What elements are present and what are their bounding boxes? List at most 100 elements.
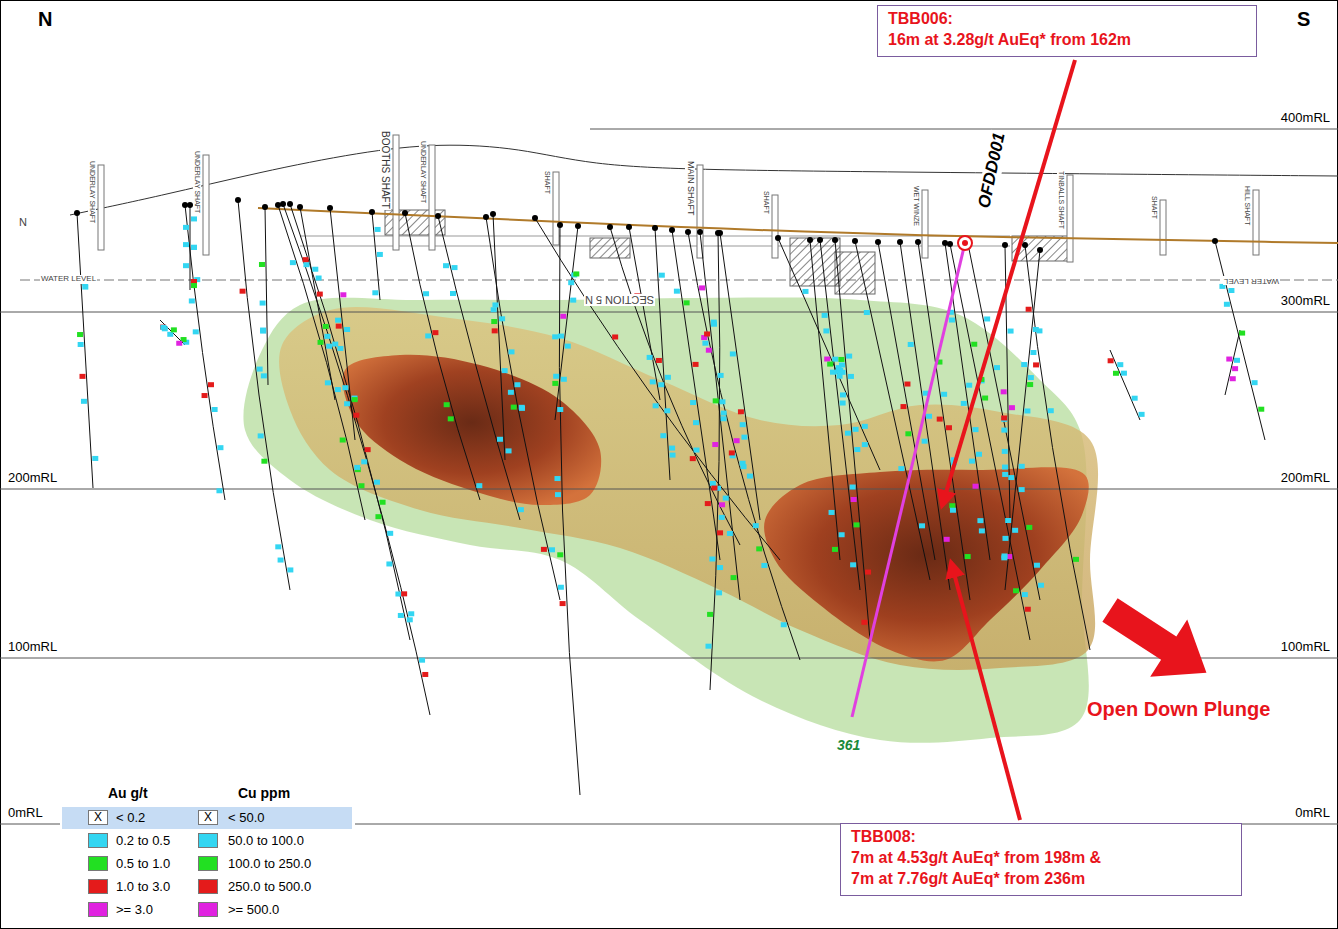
assay-interval [721, 411, 727, 416]
assay-interval [802, 289, 808, 294]
assay-interval [1002, 465, 1008, 470]
assay-interval [712, 442, 718, 447]
drill-trace [688, 232, 800, 660]
drill-trace [190, 205, 191, 290]
legend-ground [60, 780, 355, 922]
assay-interval [554, 476, 560, 481]
assay-interval [80, 374, 86, 379]
drill-trace [278, 205, 365, 520]
section-label: 0mRL [8, 806, 43, 820]
assay-interval [702, 341, 708, 346]
assay-interval [1002, 472, 1008, 477]
assay-interval [693, 362, 699, 367]
assay-interval [854, 522, 860, 527]
stope-hatch [590, 238, 630, 258]
assay-interval [1001, 428, 1007, 433]
assay-interval [1258, 407, 1264, 412]
assay-interval [275, 544, 281, 549]
assay-interval [560, 314, 566, 319]
assay-interval [965, 554, 971, 559]
assay-interval [278, 558, 284, 563]
assay-interval [972, 427, 978, 432]
assay-interval [552, 334, 558, 339]
collar-dot [74, 210, 80, 216]
assay-interval [734, 438, 740, 443]
assay-interval [781, 622, 787, 627]
assay-interval [1108, 358, 1114, 363]
collar-dot [947, 241, 953, 247]
collar-dot [915, 239, 921, 245]
drill-trace [486, 217, 560, 600]
assay-interval [1002, 536, 1008, 541]
section-label: X [204, 811, 212, 824]
assay-interval [832, 357, 838, 362]
assay-interval [208, 382, 214, 387]
collar-dot [235, 197, 241, 203]
legend-swatch [198, 902, 218, 917]
section-label: BOOTHS SHAFT [380, 130, 391, 210]
legend-text: 0.5 to 1.0 [116, 856, 170, 871]
legend-text: 1.0 to 3.0 [116, 879, 170, 894]
assay-interval [375, 227, 381, 232]
section-label: S [1297, 8, 1310, 30]
assay-interval [261, 459, 267, 464]
assay-interval [303, 262, 309, 267]
assay-interval [731, 575, 737, 580]
section-label: HILL SHAFT [1243, 185, 1251, 226]
assay-interval [325, 380, 331, 385]
assay-interval [514, 382, 520, 387]
legend-text: < 0.2 [116, 810, 145, 825]
collar-dot [942, 240, 948, 246]
assay-interval [919, 523, 925, 528]
assay-interval [1033, 362, 1039, 367]
assay-interval [1012, 528, 1018, 533]
collar-dot [575, 223, 581, 229]
ofdd001-collar-dot [962, 240, 968, 246]
drill-trace [1005, 250, 1040, 590]
assay-interval [340, 438, 346, 443]
assay-interval [1232, 366, 1238, 371]
assay-interval [846, 354, 852, 359]
legend-text: 0.2 to 0.5 [116, 833, 170, 848]
assay-interval [1117, 362, 1123, 367]
drill-trace [185, 205, 225, 500]
assay-interval [303, 257, 309, 262]
assay-interval [77, 332, 83, 337]
assay-interval [926, 414, 932, 419]
section-label: UNDERLAY SHAFT [419, 140, 427, 204]
section-label: N [18, 216, 28, 228]
intercept-text: 16m at 3.28g/t AuEq* from 162m [888, 30, 1246, 51]
assay-interval [553, 374, 559, 379]
collar-dot [897, 239, 903, 245]
assay-interval [704, 331, 710, 336]
plunge-arrow [1091, 581, 1224, 701]
assay-interval [710, 481, 716, 486]
drill-trace [1225, 330, 1240, 395]
section-label: SECTION 5 N [584, 294, 655, 306]
assay-interval [448, 416, 454, 421]
assay-interval [565, 344, 571, 349]
assay-interval [908, 342, 914, 347]
assay-interval [375, 514, 381, 519]
assay-interval [372, 290, 378, 295]
assay-interval [570, 298, 576, 303]
assay-interval [977, 518, 983, 523]
collar-dot [697, 229, 703, 235]
rl-gridline [0, 312, 1338, 313]
assay-interval [741, 435, 747, 440]
collar-dot [297, 204, 303, 210]
plunge-label: Open Down Plunge [1087, 698, 1270, 720]
legend-swatch [88, 879, 108, 894]
assay-interval [354, 465, 360, 470]
collar-dot [369, 209, 375, 215]
collar-dot [626, 224, 632, 230]
collar-dot [832, 237, 838, 243]
collar-dot [280, 201, 286, 207]
assay-interval [901, 404, 907, 409]
assay-interval [1048, 408, 1054, 413]
assay-interval [344, 401, 350, 406]
assay-interval [191, 245, 197, 250]
assay-interval [864, 310, 870, 315]
assay-interval [1226, 357, 1232, 362]
